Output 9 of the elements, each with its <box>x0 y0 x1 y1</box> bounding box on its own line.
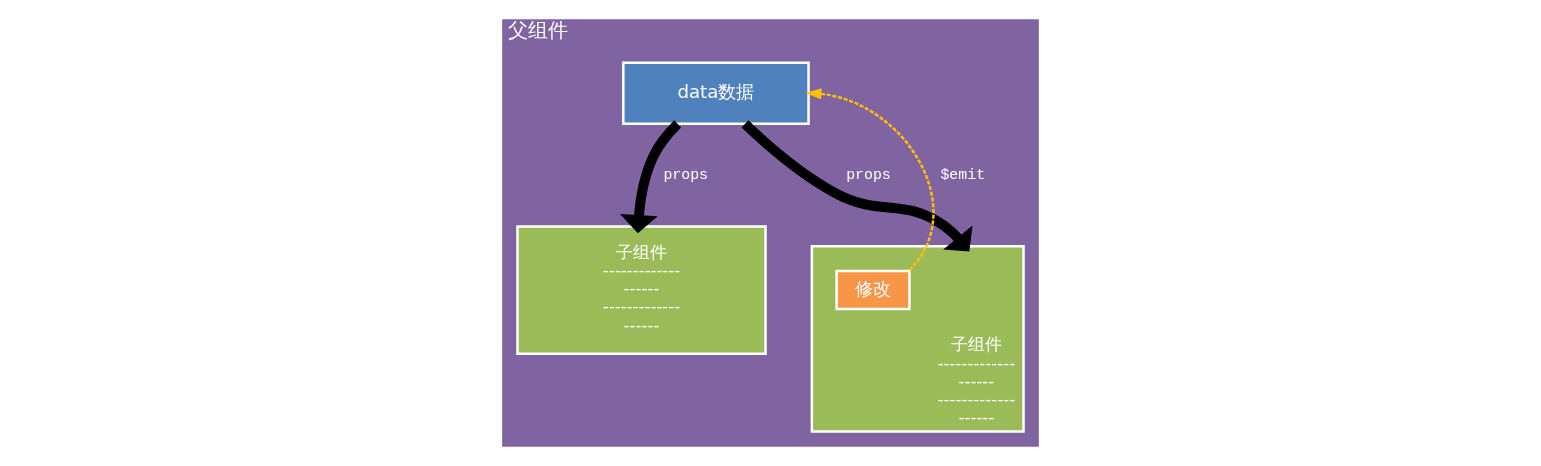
edge-label: props <box>663 166 709 183</box>
node-box: 修改 <box>835 269 911 311</box>
edge-label: props <box>846 166 891 183</box>
arrow <box>805 88 935 271</box>
arrow <box>741 120 973 252</box>
node-box: 子组件 ------------- ------ ------------- ------ <box>516 225 767 355</box>
arrow <box>620 120 682 234</box>
edge-label: $emit <box>940 166 986 183</box>
node-box: data数据 <box>622 61 810 126</box>
